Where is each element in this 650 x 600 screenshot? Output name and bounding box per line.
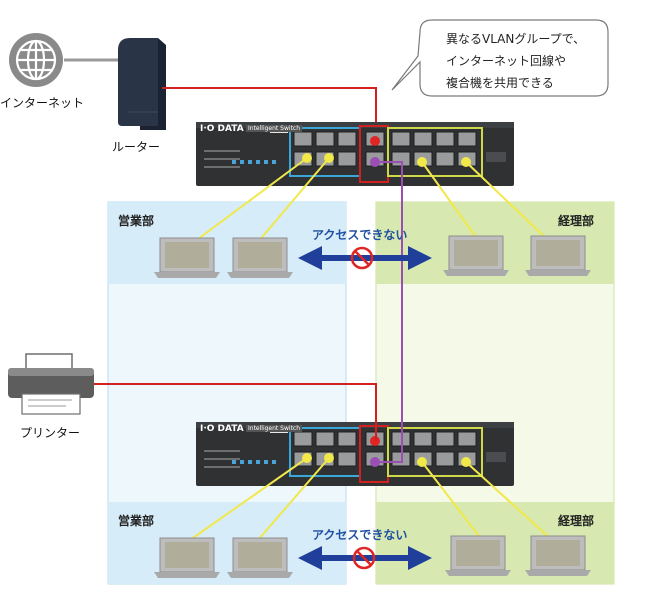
switch-badge: Intelligent Switch — [246, 125, 303, 132]
access-denied-label-bottom: アクセスできない — [312, 528, 408, 542]
access-denied-label-top: アクセスできない — [312, 228, 408, 242]
laptop-icon — [525, 235, 591, 276]
printer-label: プリンター — [20, 426, 81, 440]
switch-bottom — [196, 422, 514, 486]
globe-icon — [9, 33, 63, 87]
callout-line-1: 異なるVLANグループで、 — [446, 32, 586, 46]
switch-brand: I·O DATA — [200, 424, 244, 434]
switch-badge: Intelligent Switch — [246, 425, 303, 432]
internet-label: インターネット — [0, 96, 85, 110]
accounting-label-top: 経理部 — [558, 214, 595, 228]
laptop-icon — [525, 535, 591, 576]
callout-bubble — [391, 19, 609, 97]
sales-label-top: 営業部 — [118, 214, 155, 228]
callout-line-2: インターネット回線や — [446, 54, 567, 68]
sales-label-bottom: 営業部 — [118, 514, 155, 528]
no-entry-icon — [350, 246, 374, 270]
accounting-label-bottom: 経理部 — [558, 514, 595, 528]
printer-icon — [8, 353, 94, 415]
accounting-port-group — [387, 127, 483, 177]
router-icon — [118, 38, 166, 130]
client-lines — [189, 157, 553, 541]
laptop-icon — [227, 537, 293, 578]
switch-brand: I·O DATA — [200, 124, 244, 134]
laptop-icon — [154, 537, 220, 578]
laptop-icon — [445, 535, 511, 576]
laptop-icon — [443, 235, 509, 276]
router-label: ルーター — [112, 140, 161, 154]
laptop-icon — [227, 237, 293, 278]
blocked-arrow — [298, 546, 432, 570]
no-entry-icon — [352, 546, 376, 570]
callout-line-3: 複合機を共用できる — [446, 76, 554, 90]
laptop-icon — [154, 237, 220, 278]
blocked-arrow — [298, 246, 432, 270]
printer-line — [94, 383, 377, 441]
trunk-line — [375, 161, 403, 463]
